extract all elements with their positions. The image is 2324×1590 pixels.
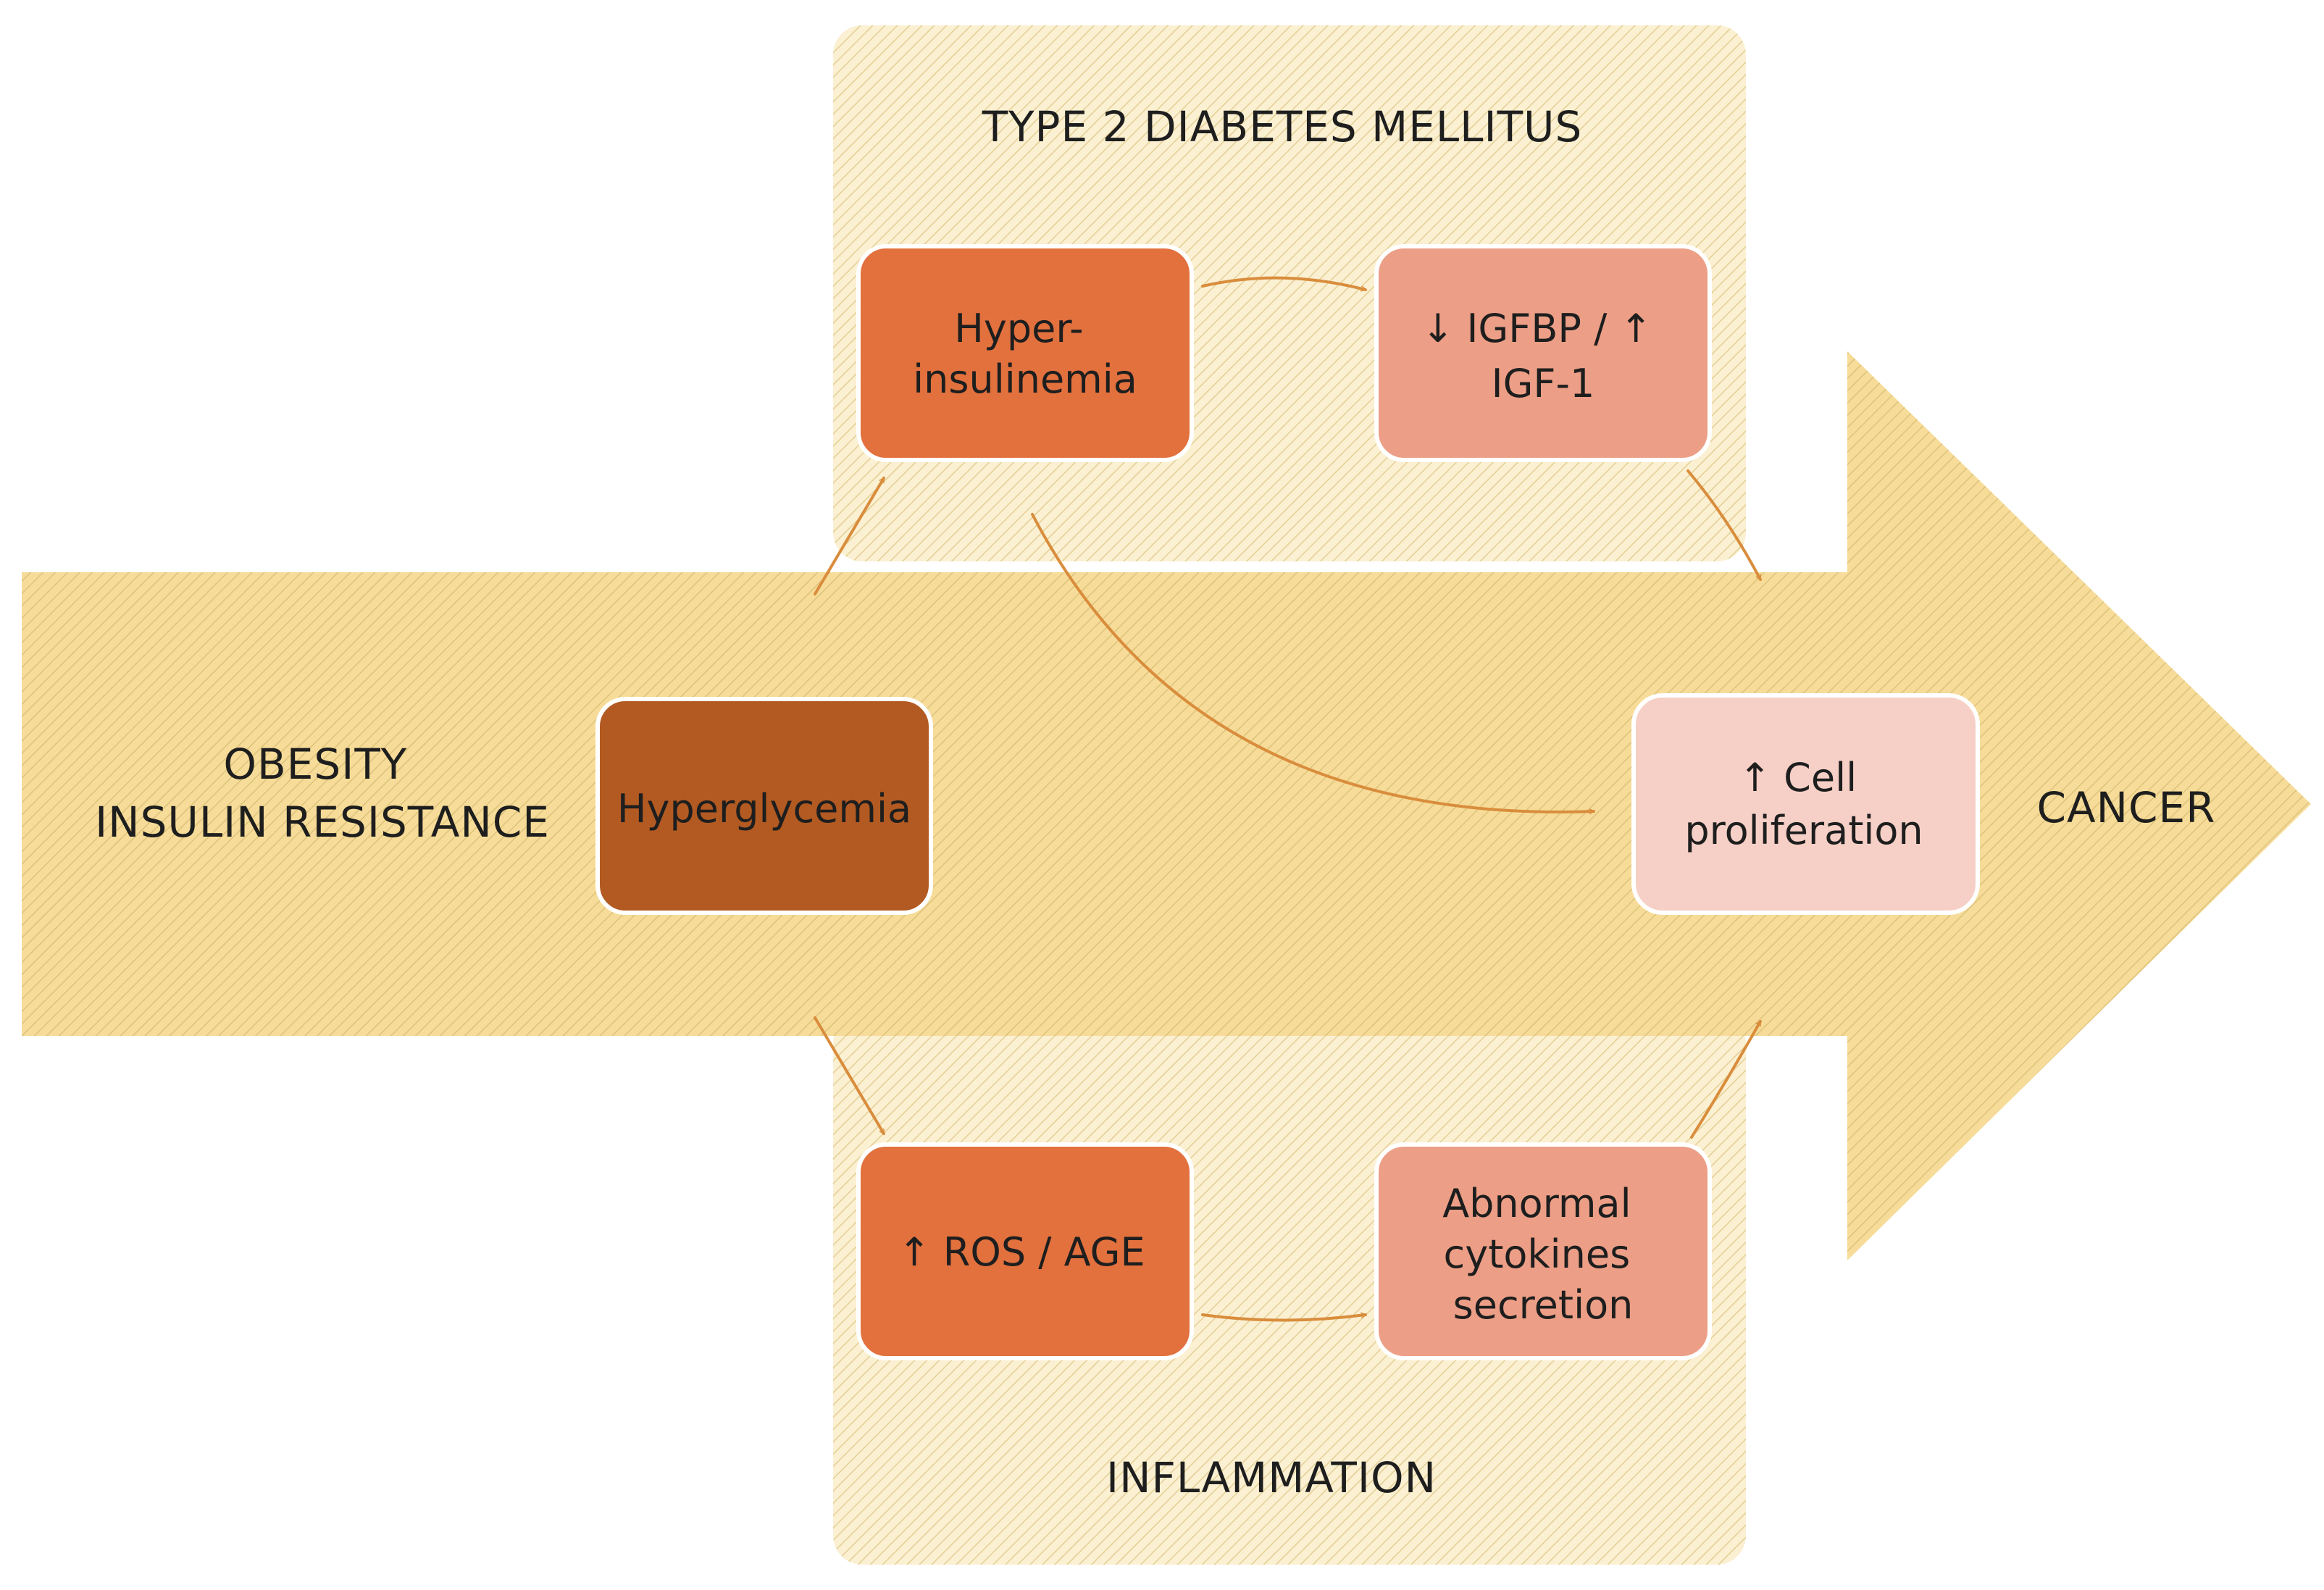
cell-proliferation-text: ↑ Cell proliferation: [1684, 755, 1923, 853]
cell-proliferation-line-2: proliferation: [1684, 808, 1923, 853]
ros-age-line-1: ↑ ROS / AGE: [898, 1229, 1145, 1275]
cytokines-line-2: cytokines: [1444, 1231, 1631, 1277]
arrow-hyperglycemia-to-ros-age: [814, 1016, 885, 1134]
left-label-line-1: OBESITY: [223, 740, 407, 789]
cytokines-box: [1374, 1142, 1712, 1360]
ros-age-text: ↑ ROS / AGE: [898, 1229, 1145, 1275]
igfbp-line-2: IGF-1: [1492, 361, 1595, 406]
top-panel-title: TYPE 2 DIABETES MELLITUS: [982, 102, 1583, 151]
cell-proliferation-line-1: ↑ Cell: [1739, 755, 1857, 800]
bottom-panel-title: INFLAMMATION: [1106, 1453, 1437, 1502]
arrow-igfbp-to-main: [1686, 469, 1762, 579]
hyperglycemia-line-1: Hyperglycemia: [617, 786, 911, 832]
hyperglycemia-text: Hyperglycemia: [617, 786, 911, 832]
cancer-label: CANCER: [2036, 783, 2215, 832]
cytokines-text: Abnormal cytokines secretion: [1442, 1181, 1644, 1328]
arrow-hyperglycemia-to-hyperinsulinemia: [814, 478, 885, 595]
arrow-cytokines-to-main: [1690, 1021, 1762, 1139]
igfbp-box: [1374, 244, 1712, 462]
cytokines-line-1: Abnormal: [1442, 1181, 1631, 1226]
left-label: OBESITY INSULIN RESISTANCE: [95, 740, 550, 847]
arrow-hyperinsulinemia-to-cell-proliferation: [1031, 513, 1595, 812]
cytokines-line-3: secretion: [1453, 1282, 1634, 1328]
igfbp-line-1: ↓ IGFBP / ↑: [1421, 306, 1652, 351]
cell-proliferation-box: [1631, 693, 1980, 915]
hyperinsulinemia-line-1: Hyper-: [954, 306, 1083, 351]
arrow-ros-age-to-cytokines: [1201, 1315, 1366, 1322]
hyperglycemia-box: [595, 697, 933, 915]
arrow-hyperinsulinemia-to-igfbp: [1201, 276, 1366, 290]
igfbp-text: ↓ IGFBP / ↑ IGF-1: [1421, 306, 1665, 406]
hyperinsulinemia-box: [856, 244, 1194, 462]
main-flow-arrow: [22, 351, 2311, 1260]
hyperinsulinemia-line-2: insulinemia: [913, 356, 1137, 402]
left-label-line-2: INSULIN RESISTANCE: [95, 798, 550, 847]
ros-age-box: [856, 1142, 1194, 1360]
hyperinsulinemia-text: Hyper- insulinemia: [913, 306, 1137, 402]
connectors: [814, 276, 1762, 1322]
